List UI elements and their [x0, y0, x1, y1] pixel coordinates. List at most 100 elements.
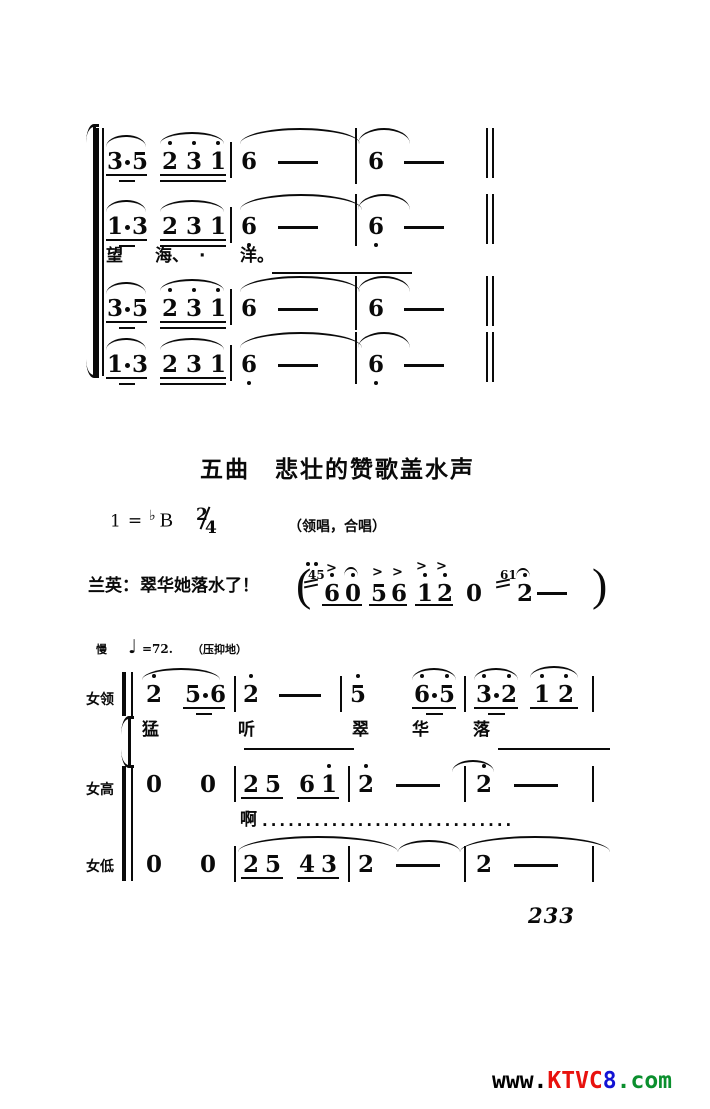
duration-dash	[396, 784, 440, 787]
barline	[464, 766, 466, 802]
barline	[340, 676, 342, 712]
barline	[230, 142, 232, 178]
system-left-barline	[96, 128, 99, 376]
time-numerator: 2	[196, 505, 208, 525]
tie	[358, 128, 410, 144]
beam	[160, 180, 226, 182]
note: 0	[146, 771, 163, 798]
lyric: 啊	[240, 810, 257, 830]
note: 2	[358, 851, 375, 878]
note: 2	[558, 674, 574, 706]
tempo-word: 慢	[96, 643, 107, 656]
barline	[592, 766, 594, 802]
note: 0	[146, 851, 163, 878]
beam	[106, 174, 147, 176]
slur	[398, 840, 460, 852]
lyric-extension-line	[498, 748, 610, 750]
duration-dash	[514, 864, 558, 867]
note: 0	[200, 851, 217, 878]
lyric: ·	[199, 246, 206, 266]
tie	[358, 194, 410, 210]
note: 6	[241, 353, 257, 385]
note: 1	[321, 764, 337, 796]
duration-dash	[396, 864, 440, 867]
key-equals: =	[127, 511, 143, 532]
system-bracket-chorus-2	[131, 766, 133, 881]
barline	[464, 846, 466, 882]
beam	[426, 713, 443, 715]
note: 2	[476, 851, 493, 878]
barline	[592, 846, 594, 882]
system-brace	[86, 124, 102, 378]
note: 6	[241, 148, 258, 175]
tie	[358, 332, 410, 348]
note: 6	[241, 295, 258, 322]
slur	[106, 135, 146, 147]
beam	[160, 327, 226, 329]
note: 2	[437, 573, 453, 605]
duration-dash	[278, 226, 318, 229]
flat-icon: ♭	[149, 508, 156, 524]
note: 6	[368, 215, 384, 247]
slur	[106, 200, 146, 212]
lyric: 洋。	[240, 246, 274, 266]
tie	[240, 276, 360, 292]
duration-dash	[404, 308, 444, 311]
barline	[355, 128, 357, 184]
note: 2	[162, 351, 179, 378]
note: 1	[210, 213, 227, 240]
barline	[464, 676, 466, 712]
barline	[230, 345, 232, 381]
key-letter: B	[159, 509, 174, 532]
final-barline-2	[492, 276, 494, 326]
beam	[160, 239, 226, 241]
note: 3	[321, 851, 338, 878]
beam	[474, 707, 518, 709]
duration-dash	[514, 784, 558, 787]
tempo-value: =72.	[142, 642, 173, 656]
note: 3	[186, 213, 203, 240]
duration-dash	[537, 592, 567, 595]
lyric: 望	[106, 246, 123, 266]
note: 2	[162, 288, 178, 320]
tie	[240, 332, 362, 348]
watermark-eight: 8	[602, 1068, 617, 1094]
page-number: 233	[528, 903, 575, 928]
lyric-extension-dots: ·····························	[262, 816, 515, 834]
note: 6	[324, 573, 340, 605]
note: 2	[517, 573, 533, 605]
slur	[412, 668, 456, 680]
watermark-ktvc: KTVC	[547, 1068, 603, 1094]
tie	[240, 128, 360, 144]
final-barline-2	[492, 332, 494, 382]
slur	[238, 836, 398, 852]
beam	[160, 377, 226, 379]
barline	[234, 676, 236, 712]
note: 6	[368, 353, 384, 385]
note: 1	[417, 573, 433, 605]
slur	[160, 279, 224, 291]
beam	[160, 383, 226, 385]
beam	[241, 797, 283, 799]
note: 1	[210, 288, 226, 320]
final-barline	[486, 276, 488, 326]
slur	[106, 338, 146, 350]
system-bracket-chorus	[122, 766, 126, 881]
quarter-note-icon: ♩	[128, 636, 137, 658]
voice-label-high: 女高	[86, 782, 114, 798]
beam	[106, 239, 147, 241]
system-bracket-lead	[122, 672, 126, 716]
note: 2	[162, 213, 179, 240]
slur	[160, 132, 224, 144]
duration-dash	[404, 226, 444, 229]
note: 5	[350, 674, 366, 706]
dialogue-speaker: 兰英：	[88, 576, 139, 596]
watermark-www: www.	[492, 1068, 548, 1094]
note: 2	[476, 764, 492, 796]
